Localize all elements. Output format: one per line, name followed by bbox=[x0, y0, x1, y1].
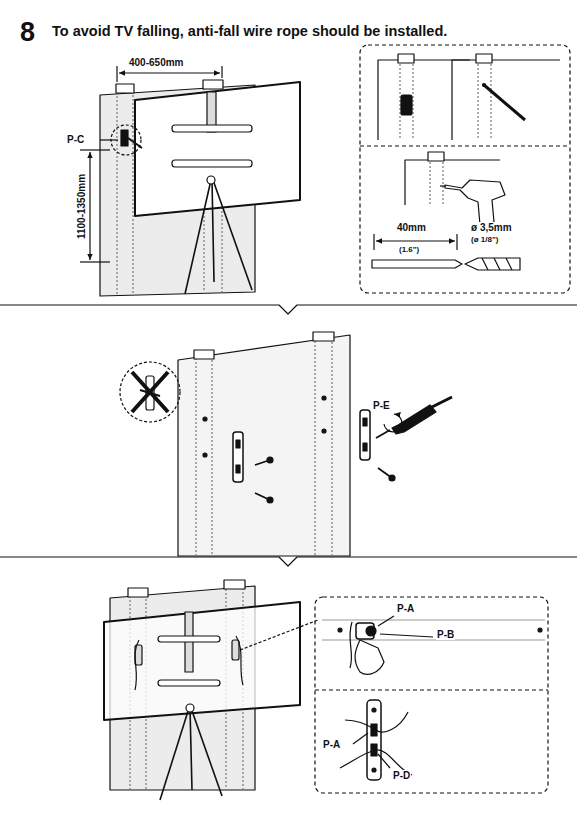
part-label: P-D bbox=[392, 770, 411, 781]
wall-scene-1 bbox=[80, 66, 300, 296]
instruction-title: To avoid TV falling, anti-fall wire rope… bbox=[52, 24, 447, 40]
dimension: (ø 1/8") bbox=[470, 236, 499, 245]
step-number: 8 bbox=[20, 18, 35, 48]
part-label: P-C bbox=[66, 134, 85, 145]
dimension: 1100-1350mm bbox=[77, 172, 88, 239]
dimension: (1.6") bbox=[398, 246, 420, 255]
panel-divider bbox=[0, 305, 577, 566]
dimension: 40mm bbox=[396, 222, 427, 233]
dimension: ø 3,5mm bbox=[470, 222, 513, 233]
part-label: P-E bbox=[372, 400, 391, 411]
part-label: P-B bbox=[436, 629, 455, 640]
part-label: P-A bbox=[322, 739, 341, 750]
part-label: P-A bbox=[396, 603, 415, 614]
detail-callout-1 bbox=[360, 45, 570, 293]
detail-callout-3 bbox=[315, 597, 548, 793]
dimension: 400-650mm bbox=[128, 57, 184, 68]
wall-scene-2 bbox=[120, 332, 452, 556]
wall-scene-3 bbox=[104, 580, 318, 800]
